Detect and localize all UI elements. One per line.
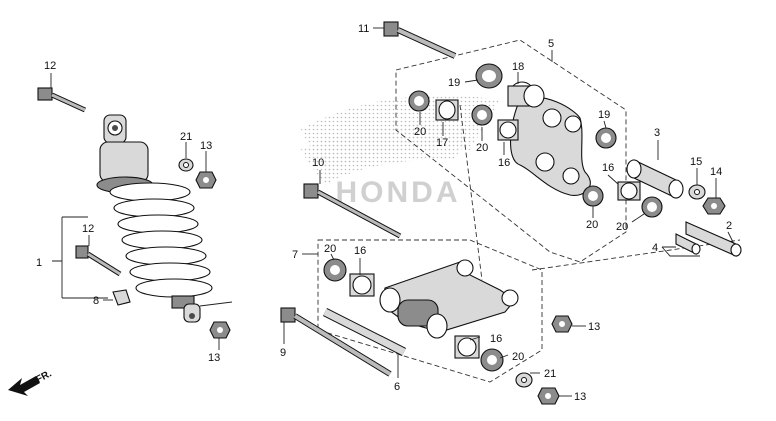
callout-7: 7 [292,249,298,261]
callout-20-b: 20 [476,142,488,154]
shock-absorber [96,114,233,323]
bolt-12-lower [75,245,122,277]
callout-21-lower: 21 [544,368,556,380]
bolt-12-top [37,87,87,113]
callout-2: 2 [726,220,732,232]
callout-19-upper: 19 [448,77,460,89]
front-direction-arrow-icon: FR. [8,368,54,396]
seal-19-upper [475,63,503,89]
callout-13-link: 13 [588,321,600,333]
callout-18: 18 [512,61,524,73]
clip-8 [112,289,131,306]
shock-spring [109,182,213,298]
callout-3: 3 [654,127,660,139]
bolt-10 [303,183,402,239]
callout-16-a: 16 [498,157,510,169]
callout-11: 11 [358,23,369,35]
collar-3 [626,159,684,199]
watermark-text: HONDA [336,176,461,209]
callout-21-upper: 21 [180,131,192,143]
bracket-1 [52,216,108,299]
bearing-16-a [497,119,519,141]
front-marker-label: FR. [34,368,54,385]
callout-9: 9 [280,347,286,359]
pin-6 [322,307,407,357]
callout-8: 8 [93,295,99,307]
bearing-16-d [454,335,480,359]
callout-1: 1 [36,257,42,269]
callout-19-lower: 19 [598,109,610,121]
callout-20-d: 20 [616,221,628,233]
callout-13-upper: 13 [200,140,212,152]
bolt-9 [280,307,392,377]
callout-10: 10 [312,157,324,169]
bearing-16-c [349,273,375,297]
honda-wing-watermark: HONDA [300,95,500,209]
collar-4 [675,233,701,255]
callout-4: 4 [652,242,658,254]
seal-20-a [408,90,430,112]
seal-20-d [641,196,663,218]
bearing-18 [507,81,545,108]
seal-20-e [323,258,347,282]
callout-5: 5 [548,38,554,50]
callout-20-c: 20 [586,219,598,231]
callout-14: 14 [710,166,722,178]
callout-16-b: 16 [602,162,614,174]
callout-20-f: 20 [512,351,524,363]
callout-16-d: 16 [490,333,502,345]
group-7-outline [317,239,543,383]
seal-19-lower [595,127,617,149]
link-7 [379,259,519,339]
seal-20-f [480,348,504,372]
bearing-16-b [617,181,641,201]
callout-20-e: 20 [324,243,336,255]
callout-13-lower: 13 [574,391,586,403]
callout-20-a: 20 [414,126,426,138]
bearing-17 [435,99,459,121]
callout-6: 6 [394,381,400,393]
callout-labels: 1 2 3 4 5 6 7 8 9 10 11 12 12 13 13 13 1… [36,23,732,403]
callout-16-c: 16 [354,245,366,257]
callout-17: 17 [436,137,448,149]
callout-15: 15 [690,156,702,168]
seal-20-b [471,104,493,126]
seal-20-c [582,185,604,207]
callout-13-shock: 13 [208,352,220,364]
group-5-outline [395,39,627,263]
callout-12-top: 12 [44,60,56,72]
callout-12-lower: 12 [82,223,94,235]
link-arm-5 [509,96,591,196]
bolt-11 [383,21,457,59]
collar-2 [685,221,742,257]
